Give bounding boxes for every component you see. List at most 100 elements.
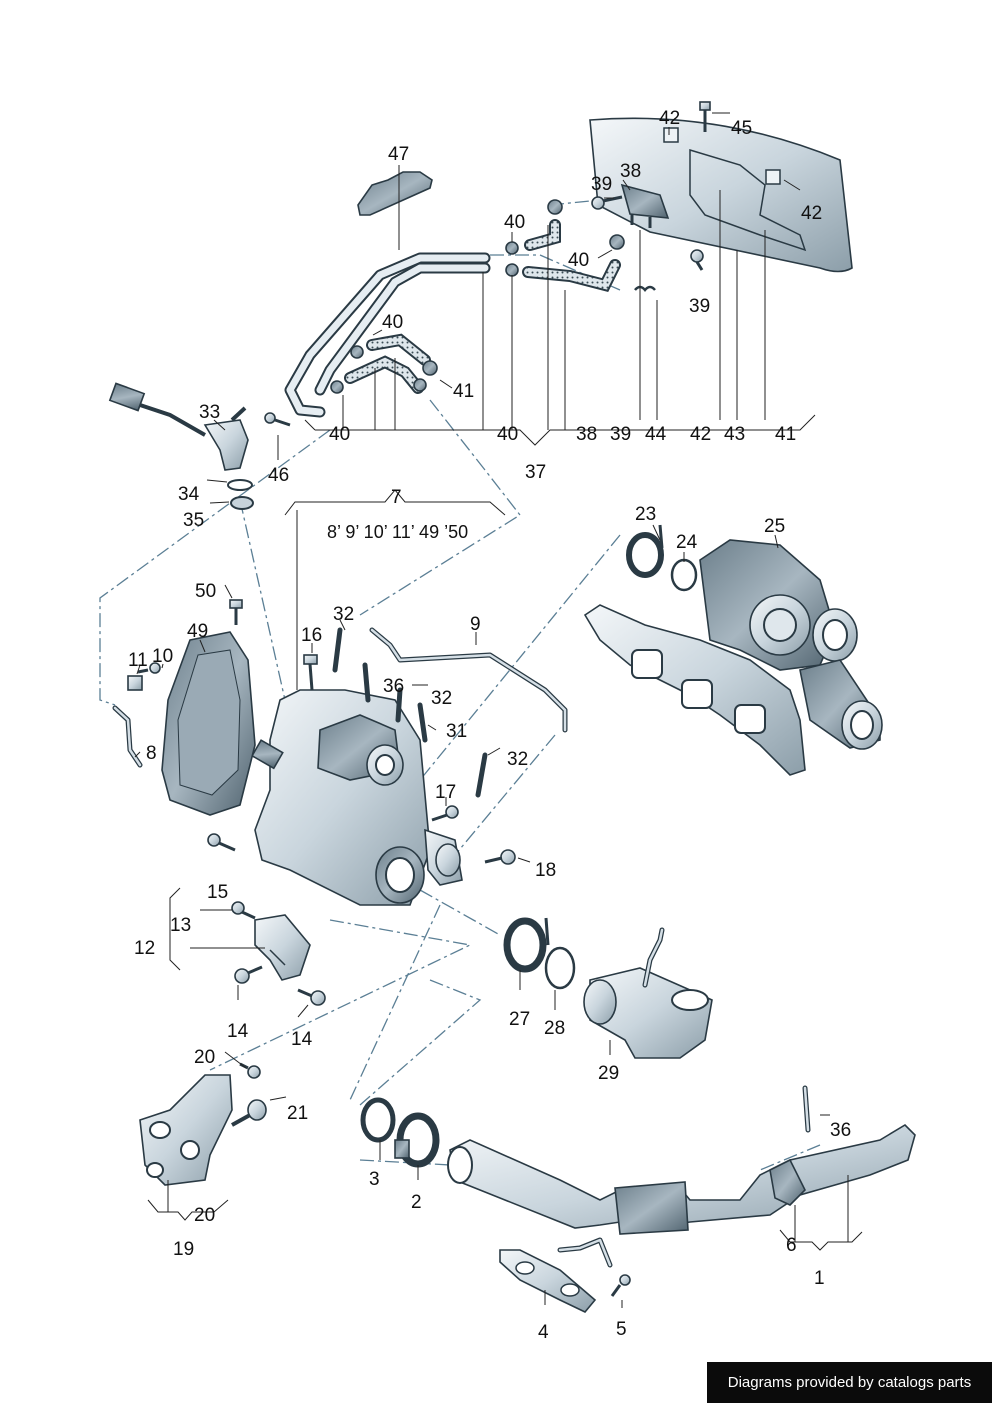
bracket-8 [112,705,143,768]
callout-47: 47 [388,144,409,165]
bracket-19 [139,1074,233,1186]
bolt-39-upper [591,195,623,210]
callout-9: 9 [470,614,481,635]
callout-40-b: 40 [568,250,589,271]
bolt-46 [264,412,291,427]
callout-row-37-item-2: 40 [497,424,518,445]
callout-2: 2 [411,1192,422,1213]
callout-row-37-item-1: 40 [329,424,350,445]
callout-6: 6 [786,1235,797,1256]
bolt-18 [484,849,516,865]
heat-shield-49 [161,631,256,816]
callout-41: 41 [453,381,474,402]
lambda-sensor-33 [108,382,249,471]
bolt-16 [303,654,318,691]
callout-42-right: 42 [801,203,822,224]
bolt-45 [699,101,711,132]
callout-46: 46 [268,465,289,486]
callout-19: 19 [173,1239,194,1260]
heat-shield-upper [589,117,853,273]
catalytic-converter-7 [251,689,463,906]
callout-leader-lines [134,112,863,1308]
callout-33: 33 [199,402,220,423]
callout-50: 50 [195,581,216,602]
temperature-sensors [332,627,488,798]
callout-49: 49 [187,621,208,642]
vacuum-hoses [284,199,656,418]
callout-1: 1 [814,1268,825,1289]
catalyst-29 [583,927,713,1059]
bolt-15-lower [207,833,236,852]
callout-10: 10 [152,646,173,667]
clamp-27 [503,917,550,973]
callout-row-7: 8’ 9’ 10’ 11’ 49 ’50 [327,522,468,542]
callout-32-b: 32 [431,688,452,709]
callout-7: 7 [391,487,402,508]
hose-holder-47 [357,171,433,216]
callout-17: 17 [435,782,456,803]
clamp-23 [626,524,664,578]
callout-36-low: 36 [830,1120,851,1141]
callout-34: 34 [178,484,200,505]
gasket-24 [670,558,698,592]
assembly-leader-lines [99,149,821,1171]
callout-27: 27 [509,1009,530,1030]
callout-18: 18 [535,860,556,881]
callout-row-37-item-7: 43 [724,424,745,445]
flange-4 [499,1249,597,1313]
bolt-14-left [234,965,263,984]
callout-37: 37 [525,462,546,483]
catalog-credit-banner: Diagrams provided by catalogs parts [707,1362,992,1403]
callout-16: 16 [301,625,322,646]
callout-row-37-item-3: 38 [576,424,597,445]
clamp-6 [769,1158,806,1206]
callout-row-37-item-8: 41 [775,424,796,445]
clamp-3 [360,1097,396,1143]
callout-45: 45 [731,118,752,139]
callout-row-37-item-6: 42 [690,424,711,445]
callout-20-a: 20 [194,1047,215,1068]
callout-3: 3 [369,1169,380,1190]
clamp-2 [394,1112,440,1168]
bolt-17 [431,805,459,822]
bolt-5 [610,1274,631,1297]
callout-35: 35 [183,510,204,531]
callout-39-top: 39 [591,174,612,195]
callout-5: 5 [616,1319,627,1340]
callout-28: 28 [544,1018,565,1039]
callout-4: 4 [538,1322,549,1343]
seal-34 [227,479,253,491]
bolt-50 [229,599,243,625]
callout-32-c: 32 [507,749,528,770]
seal-35 [230,496,254,510]
callout-11: 11 [128,650,148,671]
callout-row-37-item-4: 39 [610,424,631,445]
nut-11 [127,675,143,691]
callout-12: 12 [134,938,155,959]
callout-25: 25 [764,516,785,537]
callout-21: 21 [287,1103,308,1124]
callout-32-a: 32 [333,604,354,625]
callout-42-top: 42 [659,108,680,129]
gasket-28 [544,946,576,990]
callout-8: 8 [146,743,157,764]
pressure-pipe-9 [369,627,568,733]
callout-40-a: 40 [504,212,525,233]
turbocharger-25 [583,539,883,776]
callout-20-b: 20 [194,1205,215,1226]
bolt-21 [231,1099,267,1127]
callout-40-c: 40 [382,312,403,333]
exhaust-front-pipe-1 [447,1123,916,1268]
callout-24: 24 [676,532,698,553]
bolt-10 [137,662,161,674]
bolt-39-lower [690,249,704,271]
callout-13: 13 [170,915,191,936]
callout-36-mid: 36 [383,676,404,697]
callout-15: 15 [207,882,228,903]
pressure-sensor-38 [620,183,670,228]
callout-31: 31 [446,721,467,742]
bolt-14-right [297,988,326,1006]
callout-39-mid: 39 [689,296,710,317]
bolt-15 [231,901,256,920]
